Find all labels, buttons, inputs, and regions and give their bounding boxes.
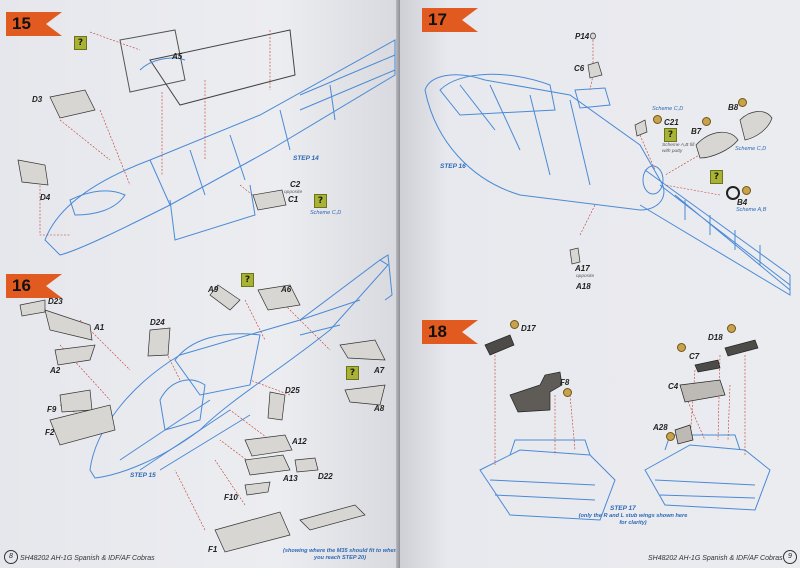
question-mark-icon: ? <box>314 194 327 208</box>
page-number: 8 <box>4 550 18 564</box>
footer-code: SH48202 AH-1G Spanish & IDF/AF Cobras <box>648 555 783 562</box>
question-mark-icon: ? <box>241 273 254 287</box>
footer-code: SH48202 AH-1G Spanish & IDF/AF Cobras <box>20 555 155 562</box>
step-ref-label: STEP 16 <box>440 163 466 170</box>
part-label-a2: A2 <box>50 366 61 375</box>
part-label-b7: B7 <box>691 127 702 136</box>
step-17-badge: 17 <box>422 8 478 32</box>
part-label-c21: C21 <box>664 118 679 127</box>
part-label-f8: F8 <box>560 378 570 387</box>
part-label-d17: D17 <box>521 324 536 333</box>
part-label-b4: B4 <box>737 198 748 207</box>
step-ref-label: STEP 15 <box>130 472 156 479</box>
glue-drop-icon <box>742 186 751 195</box>
part-label-a28: A28 <box>653 423 668 432</box>
part-label-c7: C7 <box>689 352 700 361</box>
glue-drop-icon <box>727 324 736 333</box>
part-label-a13: A13 <box>283 474 298 483</box>
step-ref-label: STEP 17 <box>610 505 636 512</box>
step-number: 18 <box>428 322 447 341</box>
question-mark-icon: ? <box>74 36 87 50</box>
stub-wings-note: (only the R and L stub wings shown here … <box>578 513 688 526</box>
step-ref-label: STEP 14 <box>293 155 319 162</box>
glue-drop-icon <box>702 117 711 126</box>
part-label-a8: A8 <box>374 404 385 413</box>
step-flag-icon <box>6 274 62 298</box>
step-number: 15 <box>12 14 31 33</box>
glue-drop-icon <box>738 98 747 107</box>
scheme-ab-putty-note: Scheme A,B fill with putty <box>662 143 695 154</box>
left-page: 15 ? A5 D3 D4 C2 opposite C1 ? Scheme C,… <box>0 0 400 568</box>
scheme-cd-top-note: Scheme C,D <box>652 106 684 112</box>
part-label-a5: A5 <box>172 52 183 61</box>
part-label-a7: A7 <box>374 366 385 375</box>
part-label-d25: D25 <box>285 386 300 395</box>
page-number: 9 <box>783 550 797 564</box>
step-flag-icon <box>422 8 478 32</box>
part-label-a18: A18 <box>576 282 591 291</box>
question-mark-icon: ? <box>664 128 677 142</box>
part-label-a1: A1 <box>94 323 105 332</box>
part-label-f1: F1 <box>208 545 218 554</box>
part-label-a6: A6 <box>281 285 292 294</box>
right-page-line-art <box>424 32 791 521</box>
part-label-d3: D3 <box>32 95 43 104</box>
part-label-d18: D18 <box>708 333 723 342</box>
right-page: 17 P14 C6 Scheme C,D C21 ? Scheme A,B fi… <box>400 0 800 568</box>
scheme-ab-b4-note: Scheme A,B <box>736 207 767 213</box>
left-page-line-art <box>17 29 396 553</box>
part-label-c2: C2 <box>290 180 301 189</box>
glue-drop-icon <box>563 388 572 397</box>
part-label-d24: D24 <box>150 318 165 327</box>
glue-drop-icon <box>653 115 662 124</box>
c2-opposite-note: opposite <box>284 190 303 195</box>
a17-opposite-note: opposite <box>576 274 595 279</box>
part-label-d4: D4 <box>40 193 51 202</box>
part-label-b8: B8 <box>728 103 739 112</box>
part-label-c6: C6 <box>574 64 585 73</box>
scheme-cd-b7-note: Scheme C,D <box>735 146 767 152</box>
part-label-c1: C1 <box>288 195 299 204</box>
step-flag-icon <box>422 320 478 344</box>
glue-drop-icon <box>666 432 675 441</box>
step-number: 17 <box>428 10 447 29</box>
scheme-note: Scheme C,D <box>310 210 342 216</box>
question-mark-icon: ? <box>346 366 359 380</box>
part-label-c4: C4 <box>668 382 679 391</box>
glue-drop-icon <box>510 320 519 329</box>
part-label-f10: F10 <box>224 493 238 502</box>
step-16-badge: 16 <box>6 274 62 298</box>
part-label-p14: P14 <box>575 32 590 41</box>
question-mark-icon: ? <box>710 170 723 184</box>
m35-note: (showing where the M35 should fit to whe… <box>282 548 398 561</box>
step-18-badge: 18 <box>422 320 478 344</box>
part-label-d23: D23 <box>48 297 63 306</box>
part-label-d22: D22 <box>318 472 333 481</box>
step-flag-icon <box>6 12 62 36</box>
part-label-f2: F2 <box>45 428 55 437</box>
part-label-f9: F9 <box>47 405 57 414</box>
part-label-a12: A12 <box>292 437 307 446</box>
step-15-badge: 15 <box>6 12 62 36</box>
step-number: 16 <box>12 276 31 295</box>
part-label-a9: A9 <box>208 285 219 294</box>
glue-drop-icon <box>677 343 686 352</box>
part-label-a17: A17 <box>575 264 590 273</box>
